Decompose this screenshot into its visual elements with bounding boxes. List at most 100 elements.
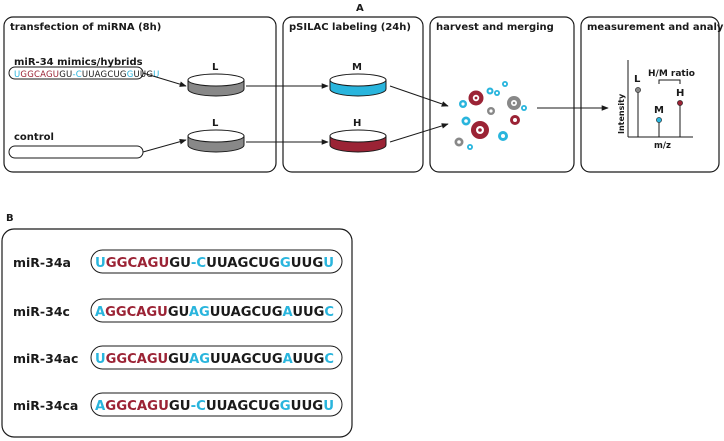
nucleotide-segment: -C: [191, 255, 206, 271]
mirna-sequence: UGGCAGUGUAGUUAGCUGAUUGC: [95, 351, 334, 367]
dish-light-bottom: [187, 129, 245, 153]
protein-swirl-blue: [459, 100, 467, 108]
protein-swirl-blue: [486, 87, 494, 95]
ms-peak-L-label: L: [634, 74, 641, 85]
mirna-name: miR-34a: [13, 255, 71, 270]
dish-light-top: [187, 73, 245, 97]
ms-y-axis-label: Intensity: [617, 93, 626, 134]
nucleotide-segment: U: [153, 70, 159, 80]
dish-medium: [329, 73, 387, 97]
protein-swirl-blue: [498, 131, 508, 141]
nucleotide-segment: UUAGCUG: [210, 351, 283, 367]
arrow-medium-to-mix: [389, 85, 449, 107]
nucleotide-segment: UUG: [292, 304, 324, 320]
nucleotide-segment: GU: [169, 255, 191, 271]
dish-heavy-label: H: [353, 118, 361, 129]
nucleotide-segment: -C: [191, 398, 206, 414]
ms-ratio-bracket: [658, 79, 681, 84]
nucleotide-segment: UUAGCUG: [206, 398, 280, 414]
mirna-sequence: AGGCAGUGUAGUUAGCUGAUUGC: [95, 304, 334, 320]
nucleotide-segment: UUG: [291, 398, 324, 414]
sequence-table-box: [1, 228, 353, 438]
protein-swirl-red: [471, 121, 489, 139]
harvest-box: [429, 16, 575, 173]
ms-peak-L-marker: [635, 87, 641, 93]
nucleotide-segment: U: [323, 398, 334, 414]
arrow-control-to-dish: [142, 138, 187, 153]
protein-mixture: [454, 81, 527, 150]
nucleotide-segment: A: [95, 398, 106, 414]
mirna-name: miR-34ac: [13, 351, 78, 366]
dish-heavy: [329, 129, 387, 153]
protein-swirl-blue: [521, 105, 527, 111]
nucleotide-segment: AG: [189, 351, 210, 367]
mirna-sequence: UGGCAGUGU-CUUAGCUGGUUGU: [95, 255, 334, 271]
nucleotide-segment: U: [95, 255, 106, 271]
nucleotide-segment: GU: [59, 70, 72, 80]
protein-swirl-gray: [454, 137, 464, 147]
nucleotide-segment: UUAGCUG: [82, 70, 127, 80]
transfection-title: transfection of miRNA (8h): [10, 22, 161, 33]
nucleotide-segment: A: [283, 304, 294, 320]
nucleotide-segment: GGCAGU: [105, 304, 168, 320]
nucleotide-segment: UUAGCUG: [210, 304, 283, 320]
sequence-capsule: [90, 392, 343, 417]
harvest-title: harvest and merging: [436, 22, 554, 33]
nucleotide-segment: U: [14, 70, 20, 80]
ms-peak-H-marker: [677, 100, 683, 106]
sequence-capsule: [90, 298, 343, 323]
ms-peak-M-marker: [656, 117, 662, 123]
nucleotide-segment: G: [280, 398, 291, 414]
panel-a-letter: A: [356, 3, 364, 14]
psilac-title: pSILAC labeling (24h): [289, 22, 411, 33]
mirna-name: miR-34ca: [13, 398, 78, 413]
nucleotide-segment: GGCAGU: [106, 255, 169, 271]
nucleotide-segment: A: [283, 351, 294, 367]
ms-peak-M-label: M: [654, 105, 664, 116]
mimics-label: miR-34 mimics/hybrids: [14, 57, 143, 68]
nucleotide-segment: GGCAGU: [20, 70, 59, 80]
measurement-box: [580, 16, 720, 173]
nucleotide-segment: U: [323, 255, 334, 271]
nucleotide-segment: G: [127, 70, 134, 80]
dish-light-bottom-label: L: [212, 118, 219, 129]
nucleotide-segment: GU: [168, 304, 189, 320]
nucleotide-segment: UUG: [133, 70, 153, 80]
nucleotide-segment: U: [95, 351, 106, 367]
dish-medium-label: M: [352, 62, 362, 73]
nucleotide-segment: UUAGCUG: [206, 255, 280, 271]
protein-swirl-blue: [461, 116, 471, 126]
mirna-name: miR-34c: [13, 304, 70, 319]
ms-x-axis-label: m/z: [654, 141, 671, 151]
mimics-sequence: UGGCAGUGU-CUUAGCUGGUUGU: [14, 70, 160, 80]
protein-swirl-blue: [494, 90, 500, 96]
protein-swirl-blue: [502, 81, 508, 87]
nucleotide-segment: -C: [72, 70, 81, 80]
control-capsule: [8, 145, 144, 159]
sequence-row: miR-34ac UGGCAGUGUAGUUAGCUGAUUGC: [13, 345, 343, 370]
nucleotide-segment: C: [324, 304, 334, 320]
transfection-box: [3, 16, 277, 173]
measurement-title: measurement and analysis: [587, 22, 724, 33]
nucleotide-segment: GGCAGU: [105, 398, 169, 414]
ms-ratio-label: H/M ratio: [648, 69, 695, 79]
protein-swirl-blue: [467, 144, 473, 150]
nucleotide-segment: GU: [169, 398, 191, 414]
nucleotide-segment: UUG: [292, 351, 324, 367]
dish-light-top-label: L: [212, 62, 219, 73]
arrow-heavy-to-mix: [389, 123, 449, 143]
nucleotide-segment: A: [95, 304, 106, 320]
nucleotide-segment: UUG: [291, 255, 323, 271]
sequence-capsule: [90, 249, 343, 274]
protein-swirl-red: [510, 115, 520, 125]
nucleotide-segment: C: [324, 351, 334, 367]
protein-swirl-gray: [507, 96, 521, 110]
nucleotide-segment: GGCAGU: [106, 351, 169, 367]
nucleotide-segment: AG: [189, 304, 210, 320]
psilac-box: [282, 16, 424, 173]
nucleotide-segment: GU: [168, 351, 189, 367]
protein-swirl-gray: [487, 107, 495, 115]
